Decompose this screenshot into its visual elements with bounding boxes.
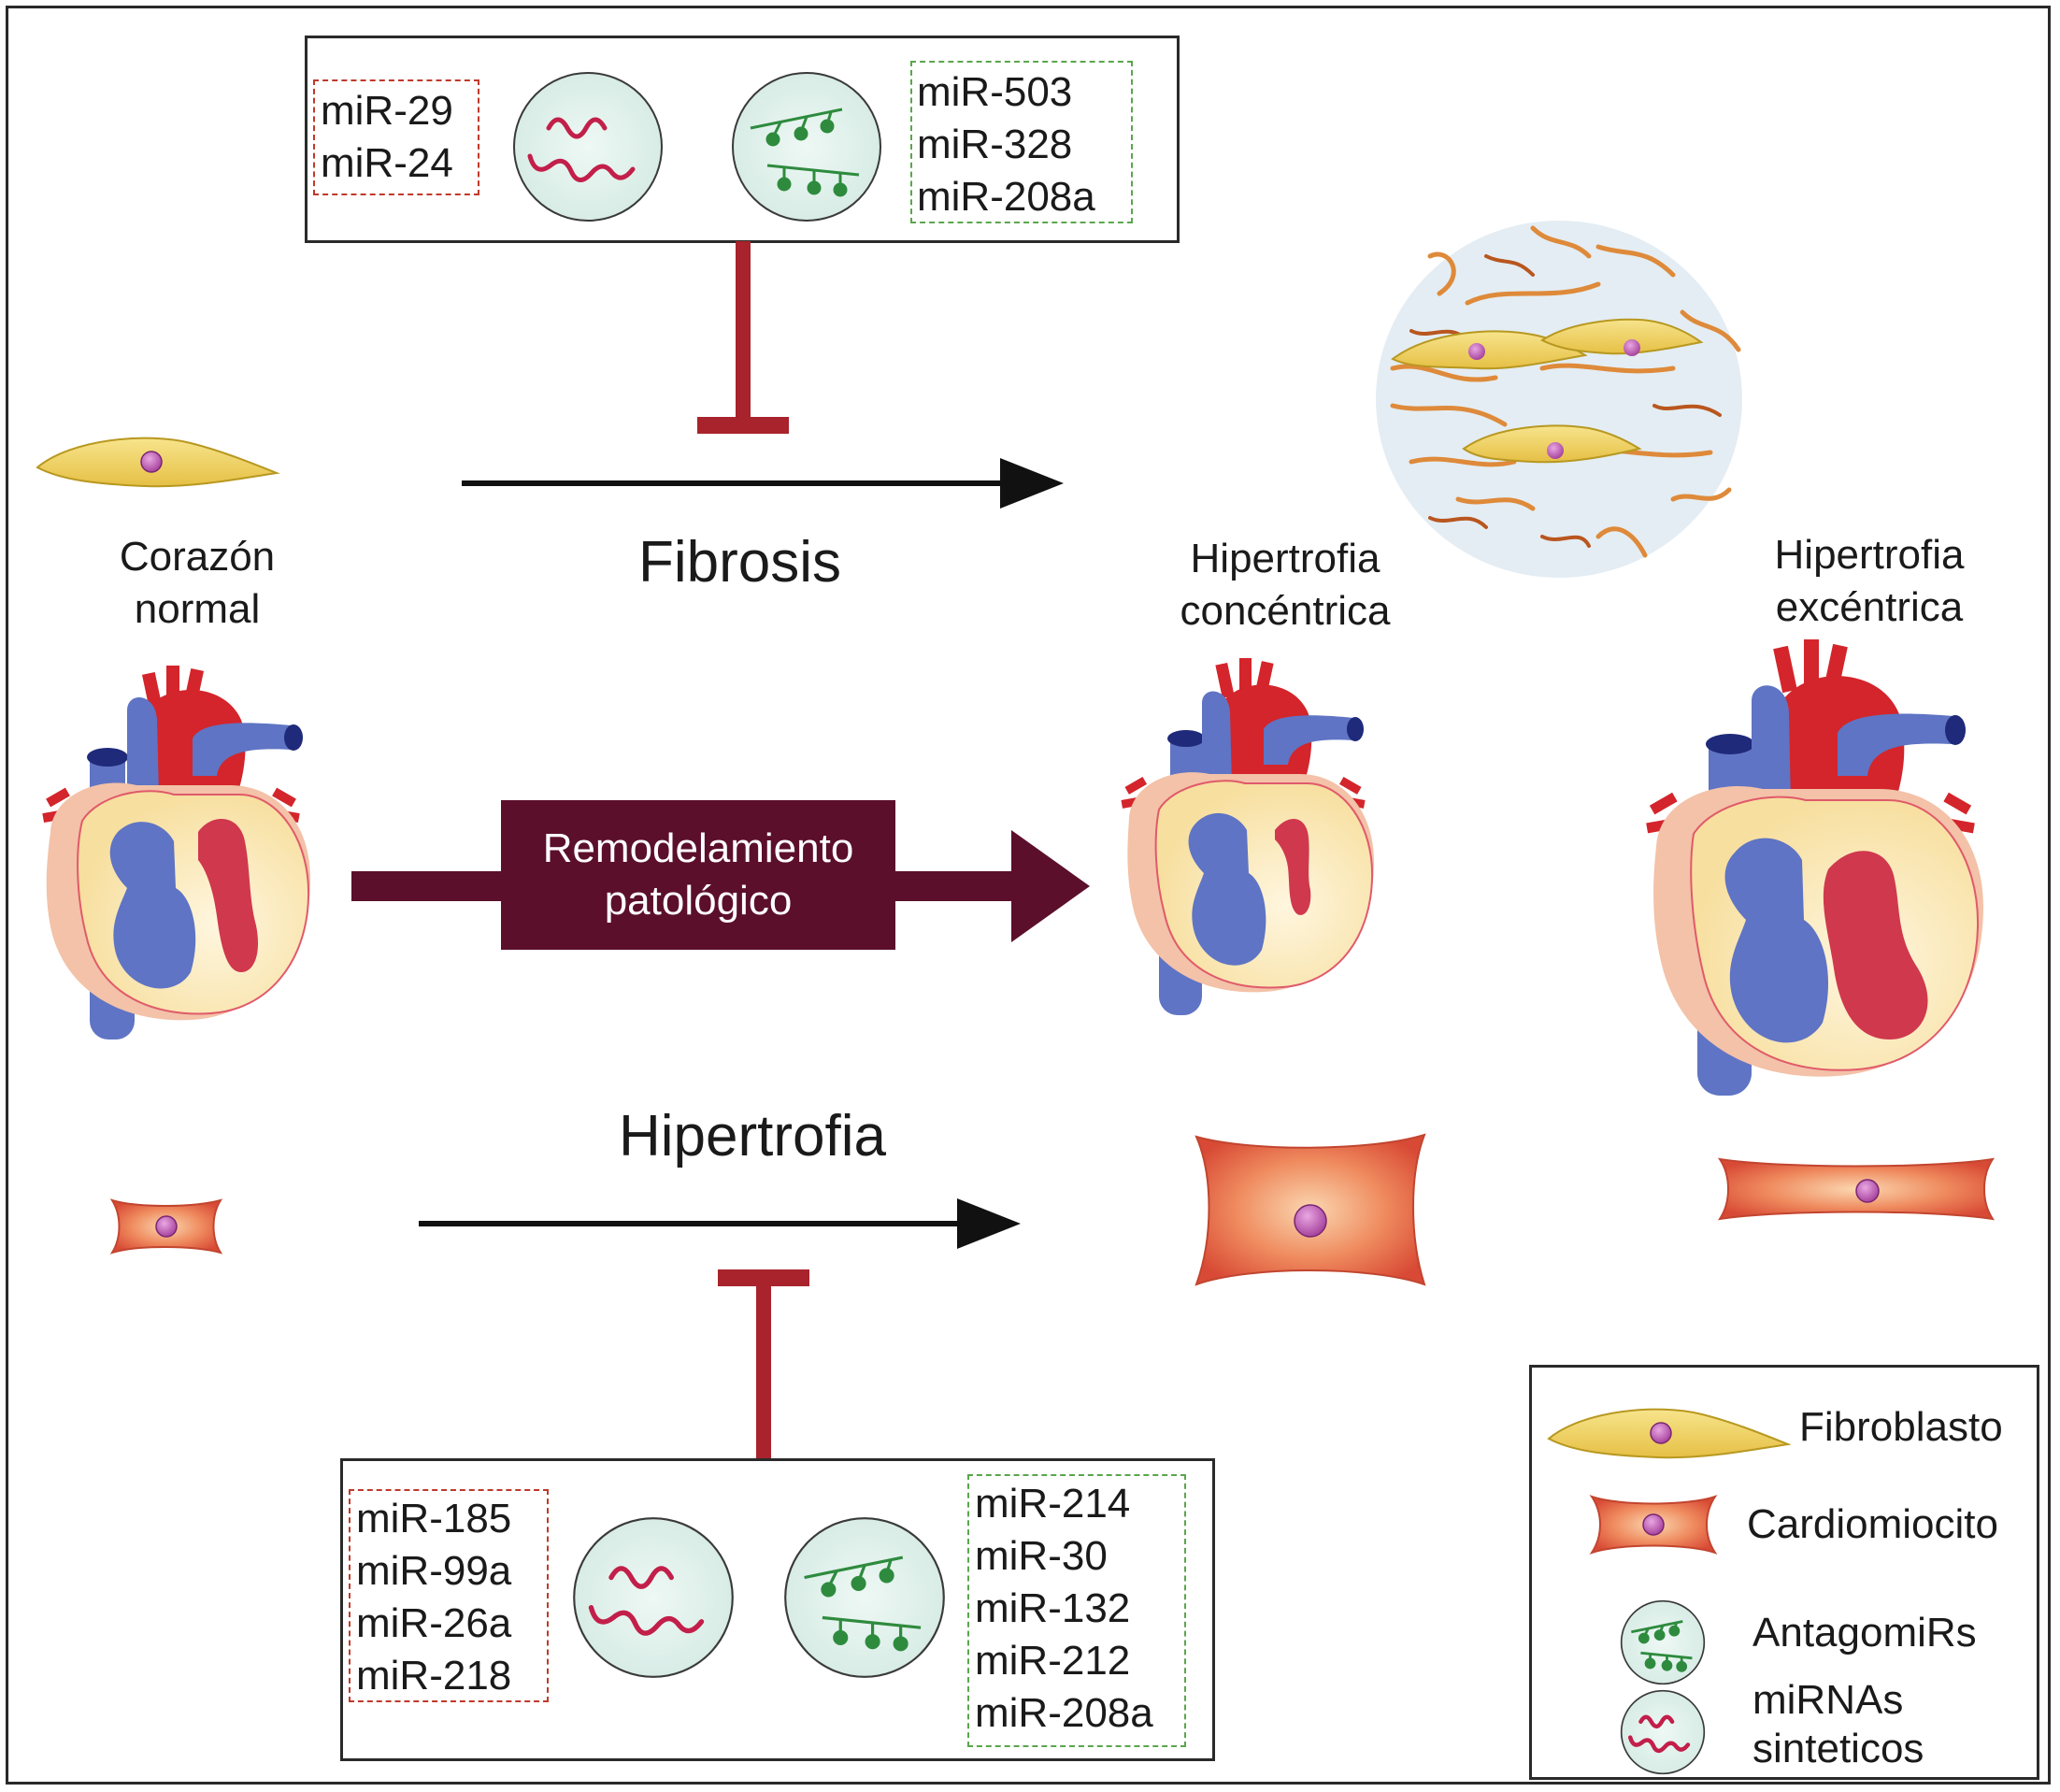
concentric-hypertrophy-heart-illustration: [1121, 658, 1374, 1015]
synthetic-mirna-bubble-icon: [573, 1517, 734, 1678]
concentric-hypertrophy-label: Hipertrofia concéntrica: [1159, 533, 1411, 638]
fibrosis-antagomir-list-frame: [910, 61, 1133, 223]
hypertrophy-antagomir-item: miR-212: [975, 1638, 1131, 1684]
hypertrophy-antagomir-list: miR-214 miR-30 miR-132 miR-212 miR-208a: [975, 1478, 1153, 1740]
hypertrophy-antagomir-item: miR-214: [975, 1481, 1131, 1527]
fibrosis-synthetic-list-frame: [313, 79, 479, 195]
hypertrophy-synthetic-item: miR-185: [356, 1496, 512, 1541]
normal-heart-label-line: Corazón: [119, 534, 276, 580]
fibrosis-arrow: [462, 458, 1064, 509]
synthetic-mirna-bubble-icon: [513, 72, 663, 222]
fibrosis-antagomir-item: miR-503: [917, 69, 1073, 115]
fibrosis-synthetic-item: miR-29: [321, 88, 453, 134]
cardiomyocyte-cell-icon: [109, 1198, 223, 1254]
fibrotic-tissue-icon: [1376, 221, 1742, 578]
eccentric-hypertrophy-heart-illustration: [1646, 639, 1983, 1096]
legend-synthetic-mirna-label: miRNAs sinteticos: [1752, 1676, 1924, 1773]
hypertrophy-synthetic-item: miR-99a: [356, 1548, 512, 1594]
legend-cardiomyocyte-icon: [1589, 1495, 1718, 1555]
fibrosis-label: Fibrosis: [638, 530, 842, 595]
hypertrophy-synthetic-list: miR-185 miR-99a miR-26a miR-218: [356, 1493, 511, 1702]
figure-frame: [6, 6, 2051, 1785]
hypertrophy-antagomir-list-frame: [967, 1474, 1186, 1747]
hypertrophy-antagomir-item: miR-30: [975, 1533, 1108, 1579]
normal-heart-illustration: [42, 666, 311, 1039]
remodeling-label-line: patológico: [604, 878, 793, 924]
antagomir-bubble-icon: [784, 1517, 945, 1678]
elongated-cardiomyocyte-icon: [1717, 1157, 1996, 1221]
fibrosis-antagomir-item: miR-208a: [917, 174, 1095, 220]
fibrosis-inhibition-symbol: [697, 241, 789, 434]
legend: Fibroblasto Cardiomiocito AntagomiRs miR…: [1529, 1365, 2039, 1780]
fibrosis-antagomir-item: miR-328: [917, 122, 1073, 167]
legend-antagomir-icon: [1620, 1599, 1706, 1685]
hypertrophy-antagomir-item: miR-132: [975, 1585, 1131, 1631]
legend-synthetic-mirna-label-line: miRNAs: [1752, 1677, 1904, 1723]
legend-synthetic-mirna-icon: [1620, 1689, 1706, 1775]
hypertrophied-cardiomyocyte-icon: [1195, 1133, 1426, 1286]
normal-heart-label: Corazón normal: [110, 531, 284, 636]
legend-fibroblast-label: Fibroblasto: [1799, 1404, 2003, 1450]
hypertrophy-label: Hipertrofia: [619, 1104, 886, 1168]
legend-fibroblast-icon: [1547, 1408, 1792, 1459]
fibrosis-synthetic-item: miR-24: [321, 140, 453, 186]
concentric-hypertrophy-label-line: concéntrica: [1180, 588, 1391, 634]
hypertrophy-arrow: [419, 1198, 1021, 1249]
hypertrophy-synthetic-item: miR-26a: [356, 1600, 512, 1646]
legend-antagomir-label: AntagomiRs: [1752, 1610, 1977, 1656]
antagomir-bubble-icon: [732, 72, 881, 222]
eccentric-hypertrophy-label: Hipertrofia excéntrica: [1748, 529, 1991, 634]
fibrosis-antagomir-list: miR-503 miR-328 miR-208a: [917, 66, 1095, 223]
legend-cardiomyocyte-label: Cardiomiocito: [1747, 1501, 1998, 1547]
fibrosis-mirna-box: miR-29 miR-24 miR-503 miR-328 miR-208a: [305, 36, 1180, 243]
normal-heart-label-line: normal: [134, 586, 261, 632]
fibroblast-cell-icon: [36, 437, 280, 488]
hypertrophy-synthetic-item: miR-218: [356, 1653, 512, 1699]
fibrosis-synthetic-list: miR-29 miR-24: [321, 85, 453, 190]
hypertrophy-synthetic-list-frame: [349, 1489, 549, 1702]
eccentric-hypertrophy-label-line: Hipertrofia: [1774, 532, 1965, 578]
hypertrophy-antagomir-item: miR-208a: [975, 1690, 1153, 1736]
concentric-hypertrophy-label-line: Hipertrofia: [1190, 536, 1380, 581]
remodeling-box: Remodelamiento patológico: [501, 800, 895, 950]
hypertrophy-inhibition-symbol: [718, 1269, 809, 1464]
eccentric-hypertrophy-label-line: excéntrica: [1775, 584, 1964, 630]
remodeling-label-line: Remodelamiento: [542, 825, 854, 871]
legend-synthetic-mirna-label-line: sinteticos: [1752, 1726, 1924, 1771]
hypertrophy-mirna-box: miR-185 miR-99a miR-26a miR-218 miR-214 …: [340, 1458, 1215, 1761]
